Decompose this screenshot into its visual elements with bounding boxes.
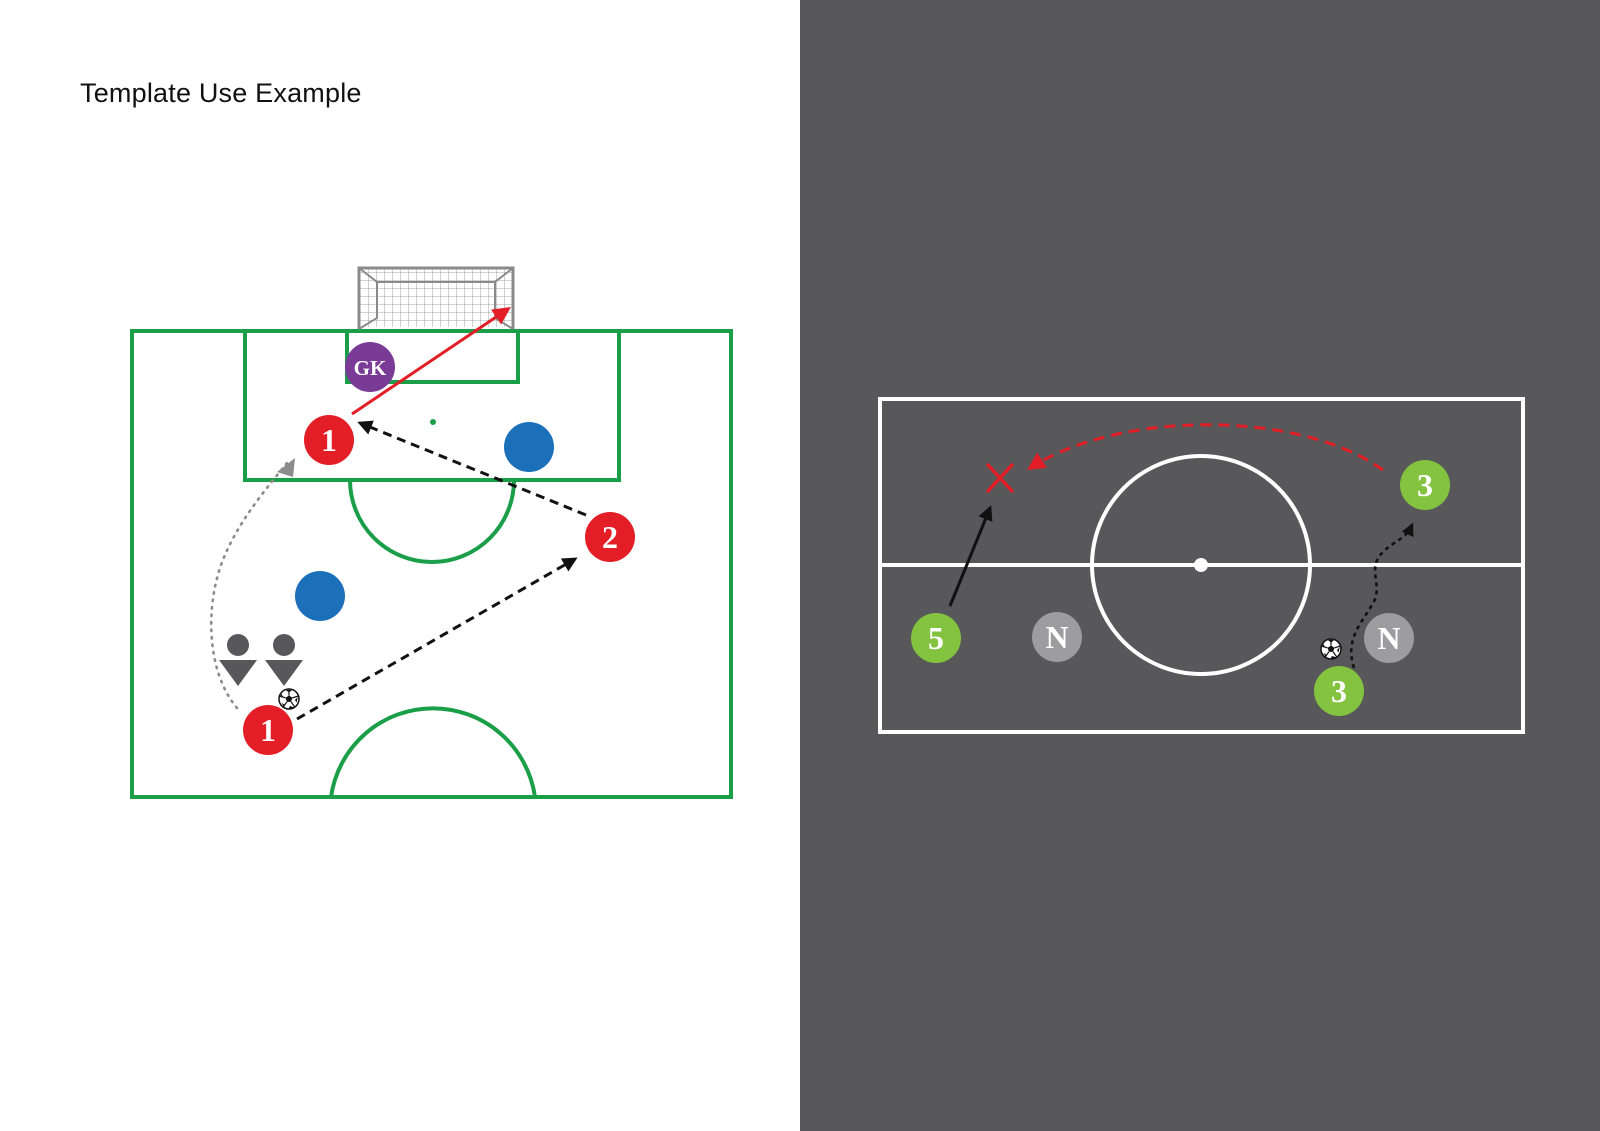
blue-player — [504, 422, 554, 472]
cone-icon — [265, 634, 303, 686]
penalty-arc — [348, 479, 516, 564]
run-path-arrow — [209, 461, 289, 710]
player-label: 3 — [1331, 673, 1347, 709]
shot-arrow — [351, 306, 511, 416]
center-circle — [1090, 454, 1312, 676]
neutral-player: N — [1032, 612, 1082, 662]
soccer-pitch — [130, 329, 733, 799]
player-label: 1 — [260, 712, 276, 748]
page-title: Template Use Example — [80, 78, 362, 108]
goalkeeper-label: GK — [354, 356, 387, 380]
player-label: 2 — [602, 519, 618, 555]
red-player: 1 — [243, 705, 293, 755]
soccer-ball-icon — [1320, 638, 1342, 660]
cone-icon — [219, 634, 257, 686]
center-spot — [1194, 558, 1208, 572]
arrow-icon — [277, 458, 295, 477]
goalkeeper-player: GK — [345, 342, 395, 392]
green-player: 3 — [1400, 460, 1450, 510]
player-label: 3 — [1417, 467, 1433, 503]
red-player: 2 — [585, 512, 635, 562]
green-player: 5 — [911, 613, 961, 663]
pass-arrow — [357, 420, 587, 517]
pass-arrow — [296, 557, 578, 721]
blue-player — [295, 571, 345, 621]
player-label: 1 — [321, 422, 337, 458]
green-player: 3 — [1314, 666, 1364, 716]
player-label: 5 — [928, 620, 944, 656]
soccer-ball-icon — [278, 688, 300, 710]
futsal-court — [878, 397, 1525, 734]
penalty-spot — [430, 419, 436, 425]
neutral-label: N — [1045, 619, 1068, 655]
center-arc — [329, 706, 537, 798]
x-mark-icon — [986, 463, 1014, 493]
goal-net-icon — [357, 266, 515, 330]
run-arrow — [948, 505, 993, 607]
pass-arrow — [1026, 423, 1384, 472]
dribble-arrow — [1349, 522, 1414, 669]
neutral-label: N — [1377, 620, 1400, 656]
neutral-player: N — [1364, 613, 1414, 663]
penalty-box — [243, 329, 621, 482]
red-player: 1 — [304, 415, 354, 465]
goal-area — [345, 329, 520, 384]
